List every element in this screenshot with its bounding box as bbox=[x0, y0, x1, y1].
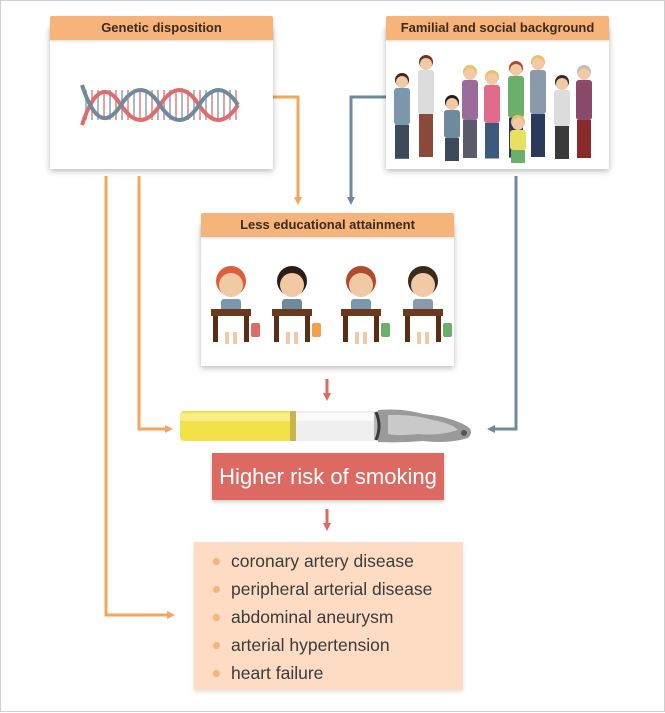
genetic-disposition-box: Genetic disposition bbox=[50, 16, 273, 169]
person-figure bbox=[530, 55, 546, 157]
person-figure bbox=[394, 73, 410, 159]
student-figure bbox=[272, 266, 321, 344]
outcome-item: arterial hypertension bbox=[211, 633, 463, 661]
student-figure bbox=[341, 266, 390, 344]
outcome-item: heart failure bbox=[211, 661, 463, 689]
genetic-disposition-title: Genetic disposition bbox=[50, 16, 273, 40]
outcome-item: abdominal aneurysm bbox=[211, 605, 463, 633]
familial-social-background-box: Familial and social background bbox=[386, 16, 609, 169]
educational-attainment-title: Less educational attainment bbox=[201, 213, 454, 237]
person-figure bbox=[462, 65, 478, 158]
person-figure bbox=[444, 95, 460, 161]
familial-social-background-title: Familial and social background bbox=[386, 16, 609, 40]
arrow-family-to-smoking bbox=[487, 176, 518, 433]
person-figure bbox=[484, 70, 500, 159]
person-figure bbox=[554, 75, 570, 159]
students-at-desks-icon bbox=[211, 266, 452, 344]
burning-cigarette-icon bbox=[180, 409, 472, 443]
student-figure bbox=[403, 266, 452, 344]
family-group-icon bbox=[394, 55, 592, 163]
educational-attainment-box: Less educational attainment bbox=[201, 213, 454, 366]
higher-risk-of-smoking-box: Higher risk of smoking bbox=[212, 453, 444, 500]
arrow-genetic-to-education bbox=[273, 95, 302, 205]
person-figure bbox=[418, 55, 434, 157]
dna-helix-icon bbox=[80, 84, 240, 126]
person-figure bbox=[576, 65, 592, 158]
arrow-genetic-to-smoking bbox=[137, 176, 173, 433]
outcome-item: peripheral arterial disease bbox=[211, 577, 463, 605]
student-figure bbox=[211, 266, 260, 344]
arrow-family-to-education bbox=[347, 95, 386, 205]
outcome-item: coronary artery disease bbox=[211, 549, 463, 577]
person-figure bbox=[510, 115, 526, 163]
arrow-genetic-to-outcomes bbox=[104, 176, 175, 619]
